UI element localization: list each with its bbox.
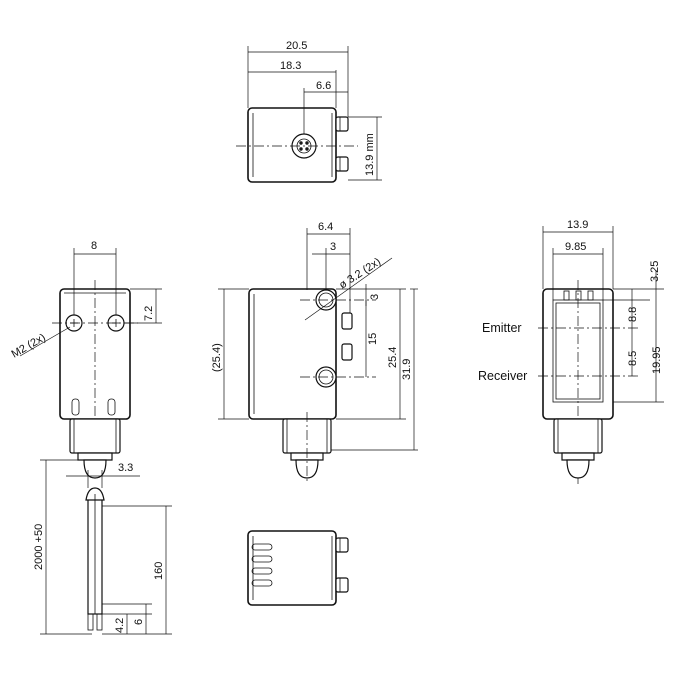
right-view-connector-nut [553,418,603,454]
dim-3-3: 3.3 [118,462,133,474]
top-view-screw-head [335,116,349,132]
dim-18-3: 18.3 [280,60,301,72]
dim-3-v: 3 [369,294,381,300]
dim-2000-50: 2000 +50 [33,524,45,570]
m2-leader [19,326,71,357]
bottom-view-vent [251,567,273,575]
front-view-tab [71,398,80,416]
dim-19-95: 19.95 [651,346,663,374]
dim-3: 3 [330,241,336,253]
cable-wire [87,613,94,631]
bottom-view [247,530,349,606]
bottom-view-vent [251,555,273,563]
dim-15: 15 [367,333,379,345]
bottom-view-vent [251,543,273,551]
right-view: 13.9 9.85 3.25 8.8 8.5 19.95 Emitter Rec… [478,219,664,484]
label-emitter: Emitter [482,321,522,335]
right-view-cable-stub [566,459,590,479]
connector-pin [299,141,303,145]
front-view-tab [107,398,116,416]
dim-6: 6 [133,619,145,625]
bottom-view-screw-head [335,577,349,593]
right-view-cable-sleeve [561,452,595,461]
bottom-view-vent [251,579,273,587]
dim-25-4-ref: (25.4) [211,343,223,372]
top-view: 20.5 18.3 6.6 13.9 mm [236,40,382,183]
top-view-screw-head [335,156,349,172]
dim-8: 8 [91,240,97,252]
dim-31-9: 31.9 [401,359,413,380]
dim-4-2: 4.2 [114,618,126,633]
dim-6-4: 6.4 [318,221,333,233]
right-view-slot [575,290,582,301]
label-m2-2x: M2 (2x) [10,332,48,361]
connector-pin [305,147,309,151]
dim-8-8: 8.8 [627,307,639,322]
side-view-screw-head [341,312,353,330]
dim-13-9: 13.9 [567,219,588,231]
dim-3-25: 3.25 [649,261,661,282]
side-view: 6.4 3 3 15 25.4 31.9 (25.4) ø 3.2 (2x) [211,221,418,484]
right-view-slot [587,290,594,301]
front-view-cable-stub [83,459,107,479]
front-view: 8 7.2 M2 (2x) [10,240,162,479]
dim-6-6: 6.6 [316,80,331,92]
side-view-screw-head [341,343,353,361]
dim-13-9-mm: 13.9 mm [364,133,376,176]
dim-7-2: 7.2 [143,306,155,321]
cable-view: 3.3 2000 +50 160 4.2 6 [33,459,172,635]
dim-9-85: 9.85 [565,241,586,253]
dim-160: 160 [153,562,165,580]
dim-8-5: 8.5 [627,351,639,366]
dim-20-5: 20.5 [286,40,307,52]
connector-pin [299,147,303,151]
label-receiver: Receiver [478,369,527,383]
front-view-connector-nut [69,418,121,454]
front-view-cable-sleeve [77,452,113,461]
hole-leader [304,257,393,321]
bottom-view-screw-head [335,537,349,553]
connector-pin [305,141,309,145]
cable-wire [96,613,103,631]
dim-25-4: 25.4 [387,347,399,368]
right-view-slot [563,290,570,301]
label-hole-diameter: ø 3.2 (2x) [337,256,383,292]
